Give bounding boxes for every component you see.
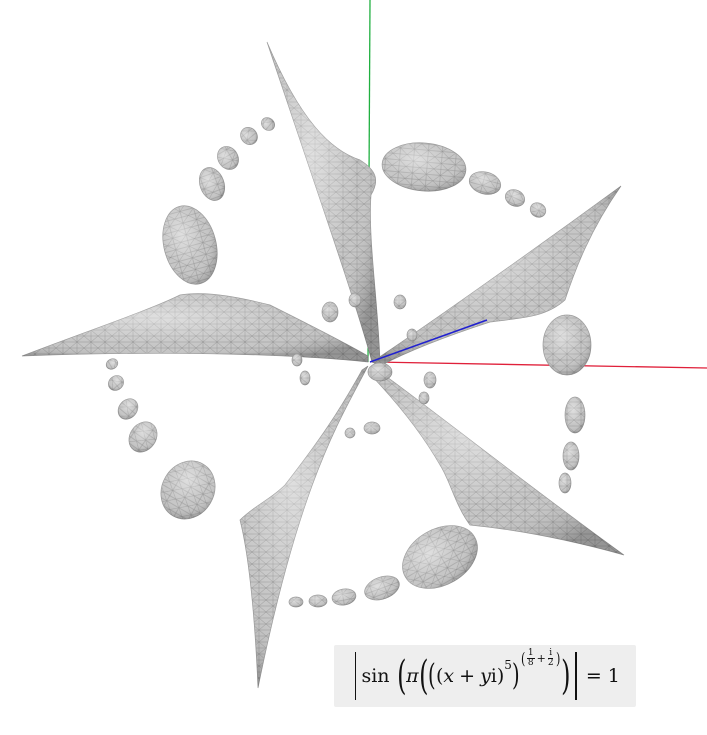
inner-bead-shade [322, 302, 338, 322]
abs-bar-left [355, 652, 357, 700]
inner-bead-shade [345, 428, 355, 438]
ring-bead-shade [128, 421, 158, 453]
surface-arm-shade [372, 186, 621, 366]
pi-symbol: π [406, 665, 419, 687]
ring-bead-shade [543, 315, 591, 375]
z-axis-line [369, 319, 488, 363]
ring-bead-shade [240, 127, 258, 145]
inner-bead-shade [419, 392, 429, 404]
surface-arm-shade [240, 366, 368, 688]
inner-bead-shade [349, 293, 361, 307]
ring-bead-shade [309, 595, 327, 607]
plus-sign: + [459, 665, 476, 687]
ring-bead-shade [563, 442, 579, 470]
frac-b-den: 2 [547, 657, 554, 668]
implicit-surface [21, 41, 625, 689]
ring-bead-shade [162, 205, 218, 285]
inner-bead-shade [424, 372, 436, 388]
ring-bead-shade [332, 588, 356, 606]
ring-bead-shade [559, 473, 571, 493]
inner-bead-shade [394, 295, 406, 309]
inner-bead-shade [407, 329, 417, 341]
frac-b-num: i [548, 647, 554, 659]
ring-bead-shade [261, 117, 275, 131]
ring-bead-shade [118, 398, 138, 420]
ring-bead-shade [106, 358, 118, 370]
var-x: x [443, 665, 455, 687]
ring-bead-shade [217, 146, 239, 170]
ring-bead-shade [160, 460, 216, 520]
ring-bead-shade [505, 189, 525, 207]
inner-bead-shade [364, 422, 380, 434]
bead-chain-ring [105, 117, 592, 608]
equation-rhs: = 1 [585, 665, 620, 687]
ring-bead-shade [530, 202, 546, 218]
exponent-five: 5 [504, 658, 512, 672]
frac-a-den: 8 [527, 657, 534, 668]
ring-bead-shade [199, 167, 225, 201]
sin-function: sin [361, 665, 390, 687]
inner-bead-shade [368, 363, 392, 381]
ring-bead-shade [289, 597, 303, 607]
surface-arm-shade [22, 293, 368, 362]
surface-arms [21, 41, 625, 689]
ring-bead-shade [382, 142, 466, 192]
x-axis-line [371, 361, 707, 369]
ring-bead-shade [402, 525, 478, 589]
ring-bead-shade [565, 397, 585, 433]
inner-bead-shade [300, 371, 310, 385]
inner-bead-ring [291, 292, 437, 439]
frac-a-num: 1 [526, 647, 535, 659]
abs-bar-right [575, 652, 577, 700]
ring-bead-shade [108, 375, 124, 391]
surface-arm-shade [368, 366, 624, 555]
ring-bead-shade [364, 575, 400, 601]
var-y: y [480, 665, 491, 687]
inner-bead-shade [292, 354, 302, 366]
ring-bead-shade [469, 171, 501, 195]
surface-arm-shade [267, 42, 380, 362]
imag-unit: i [490, 665, 497, 687]
